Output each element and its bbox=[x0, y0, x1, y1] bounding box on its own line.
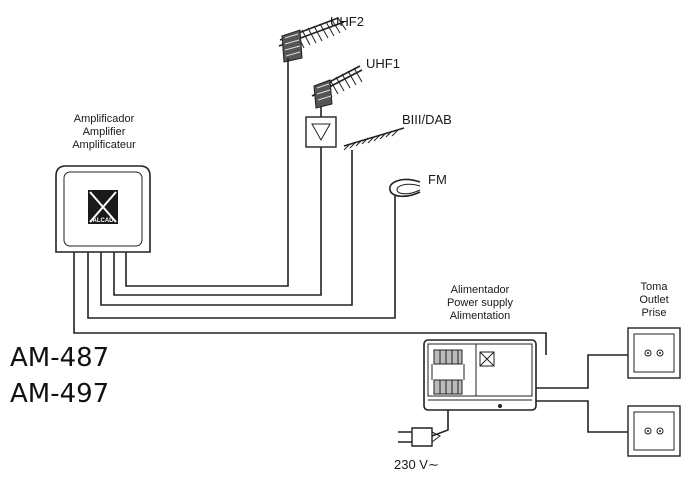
outlet-label-en: Outlet bbox=[639, 294, 668, 306]
biii-dab-label: BIII/DAB bbox=[402, 112, 452, 127]
plug-icon bbox=[398, 427, 441, 447]
amplifier-label-en: Amplifier bbox=[83, 126, 126, 138]
power-supply-label-fr: Alimentation bbox=[450, 310, 511, 322]
model-name-1: AM-487 bbox=[10, 343, 109, 373]
power-supply-label-en: Power supply bbox=[447, 297, 514, 309]
alcad-logo-text: ALCAD bbox=[93, 218, 115, 224]
uhf2-label: UHF2 bbox=[330, 14, 364, 29]
uhf1-label: UHF1 bbox=[366, 56, 400, 71]
power-supply-unit bbox=[423, 339, 537, 411]
outlet-1 bbox=[627, 327, 681, 379]
coax-cables bbox=[73, 58, 628, 437]
amplifier-triangle-icon bbox=[311, 123, 331, 142]
outlet-2 bbox=[627, 405, 681, 457]
alcad-logo-icon: ALCAD bbox=[88, 190, 118, 224]
outlet-label-es: Toma bbox=[641, 281, 669, 293]
amplifier-label-es: Amplificador bbox=[74, 113, 135, 125]
preamplifier bbox=[305, 116, 337, 148]
outlet-label-fr: Prise bbox=[641, 307, 666, 319]
fm-label: FM bbox=[428, 172, 447, 187]
mains-voltage-label: 230 V∼ bbox=[394, 457, 439, 472]
uhf1-antenna bbox=[311, 65, 363, 109]
uhf2-antenna bbox=[278, 17, 347, 63]
fm-antenna bbox=[389, 178, 421, 206]
biii-dab-antenna bbox=[343, 127, 405, 151]
coax-socket-icon bbox=[644, 349, 664, 357]
amplifier-unit: ALCAD bbox=[55, 165, 151, 253]
coax-socket-icon bbox=[644, 427, 664, 435]
model-name-2: AM-497 bbox=[10, 379, 109, 409]
power-supply-label-es: Alimentador bbox=[451, 284, 510, 296]
amplifier-label-fr: Amplificateur bbox=[72, 139, 136, 151]
